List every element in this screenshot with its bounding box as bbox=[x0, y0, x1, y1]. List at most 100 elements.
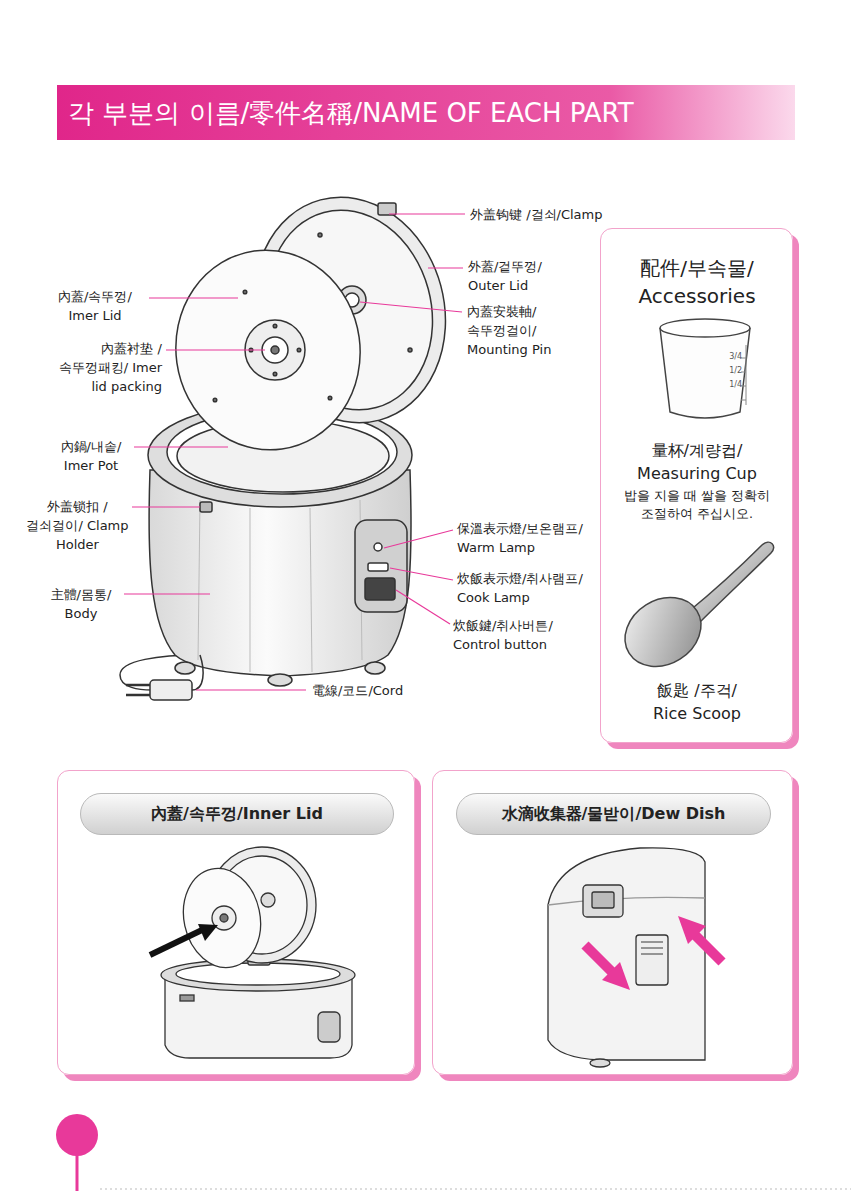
insert-arrow-part bbox=[198, 924, 218, 941]
rice-cooker-drawing-part bbox=[365, 662, 385, 674]
leader-lines bbox=[124, 214, 465, 690]
inner-lid-figure-part bbox=[176, 963, 340, 985]
page-marker-part bbox=[56, 1114, 98, 1156]
page-marker-part bbox=[100, 1189, 851, 1190]
rice-cooker-drawing-part bbox=[368, 563, 388, 571]
dew-dish-panel: 水滴收集器/물받이/Dew Dish bbox=[432, 770, 793, 1075]
measuring-cup bbox=[660, 319, 750, 418]
part-label: 1/4 bbox=[718, 379, 742, 391]
leader-lines-part bbox=[360, 302, 462, 312]
rice-scoop-part bbox=[688, 542, 774, 624]
title-band-part bbox=[57, 85, 795, 140]
inner-lid-figure-part bbox=[180, 995, 194, 1001]
rice-scoop-part bbox=[612, 584, 714, 681]
panel-backgrounds-part bbox=[57, 770, 415, 1075]
leader-lines-part bbox=[196, 689, 306, 690]
part-label: 外盖锁扣 / 걸쇠걸이/ Clamp Holder bbox=[25, 497, 130, 554]
dew-dish-figure-part bbox=[548, 848, 705, 1060]
part-label: 內鍋/내솥/ Imer Pot bbox=[50, 437, 132, 475]
rice-cooker-drawing-part bbox=[271, 346, 279, 354]
measuring-cup-part bbox=[660, 328, 750, 418]
rice-cooker-drawing-part bbox=[355, 520, 407, 612]
part-label: 電線/코드/Cord bbox=[312, 681, 442, 700]
part-label: 內蓋/속뚜껑/ Imer Lid bbox=[45, 287, 145, 325]
rice-cooker-drawing-part bbox=[200, 502, 212, 512]
rice-cooker-drawing-part bbox=[163, 238, 373, 462]
rice-cooker-drawing-part bbox=[243, 290, 247, 294]
dew-dish-figure bbox=[548, 848, 705, 1067]
direction-arrows bbox=[585, 916, 722, 990]
rice-cooker-drawing-part bbox=[213, 398, 217, 402]
dew-dish-figure-part bbox=[548, 897, 705, 905]
leader-lines-part bbox=[390, 568, 453, 580]
rice-cooker-drawing bbox=[120, 176, 470, 700]
part-label: 外盖钩键 /걸쇠/Clamp bbox=[470, 205, 690, 224]
inner-lid-figure-part bbox=[318, 1012, 340, 1042]
rice-cooker-drawing-part bbox=[273, 372, 277, 376]
leader-lines-part bbox=[134, 446, 228, 447]
panel-heading: 水滴收集器/물받이/Dew Dish bbox=[456, 793, 771, 835]
accessory-name: 飯匙 /주걱/ Rice Scoop bbox=[642, 679, 752, 725]
measuring-cup-part bbox=[741, 358, 746, 400]
inner-lid-figure-part bbox=[261, 893, 275, 907]
accessories-panel: 配件/부속물/ Accessories 量杯/계량컵/ Measuring Cup… bbox=[600, 228, 793, 743]
leader-lines-part bbox=[124, 593, 210, 594]
leader-lines-part bbox=[389, 213, 465, 214]
direction-arrows-part bbox=[602, 962, 630, 990]
rice-cooker-drawing-part bbox=[150, 680, 192, 700]
dew-dish-figure-part bbox=[590, 1059, 610, 1067]
part-label: 內蓋衬垫 / 속뚜껑패킹/ Imer lid packing bbox=[40, 339, 162, 396]
measuring-cup-part bbox=[746, 345, 747, 405]
page-marker bbox=[56, 1114, 851, 1191]
direction-arrows-part bbox=[694, 934, 722, 962]
dew-dish-figure-part bbox=[636, 935, 668, 985]
part-label: 3/4 bbox=[718, 351, 742, 363]
part-label: 主體/몸통/ Body bbox=[40, 585, 122, 623]
page-title: 각 부분의 이름/零件名稱/NAME OF EACH PART bbox=[68, 96, 634, 130]
rice-cooker-drawing-part bbox=[268, 674, 292, 686]
leader-lines-part bbox=[396, 590, 450, 624]
leader-lines-part bbox=[384, 530, 453, 548]
rice-cooker-drawing-part bbox=[328, 396, 332, 400]
part-label: 炊飯表示燈/취사램프/ Cook Lamp bbox=[457, 569, 597, 607]
accessory-note: 밥을 지을 때 쌀을 정확히 조절하여 주십시오. bbox=[612, 487, 782, 523]
rice-cooker-drawing-part bbox=[318, 233, 322, 237]
part-label: 保溫表示燈/보온램프/ Warm Lamp bbox=[457, 519, 597, 557]
dew-dish-figure-part bbox=[641, 942, 663, 954]
rice-cooker-drawing-part bbox=[262, 337, 288, 363]
rice-cooker-drawing-part bbox=[374, 543, 382, 551]
panel-backgrounds-part bbox=[432, 770, 793, 1075]
title-band bbox=[57, 85, 795, 140]
inner-lid-figure bbox=[161, 847, 355, 1058]
rice-cooker-drawing-part bbox=[408, 348, 412, 352]
dew-dish-figure-part bbox=[592, 892, 614, 908]
rice-cooker-drawing-part bbox=[273, 324, 277, 328]
insert-arrow bbox=[150, 924, 218, 955]
leader-lines-part bbox=[428, 267, 463, 268]
leader-lines-part bbox=[166, 349, 265, 350]
rice-cooker-drawing-part bbox=[192, 655, 203, 690]
rice-cooker-drawing-part bbox=[126, 685, 150, 695]
rice-cooker-drawing-part bbox=[365, 578, 395, 600]
dew-dish-figure-part bbox=[583, 885, 623, 917]
insert-arrow-part bbox=[150, 930, 202, 955]
measuring-cup-part bbox=[660, 319, 750, 337]
direction-arrows-part bbox=[585, 945, 614, 974]
panel-heading: 內蓋/속뚜껑/Inner Lid bbox=[80, 793, 394, 835]
direction-arrows-part bbox=[678, 916, 706, 944]
panel-heading: 配件/부속물/ Accessories bbox=[612, 254, 782, 310]
rice-cooker-drawing-part bbox=[175, 662, 195, 674]
part-label: 1/2 bbox=[718, 365, 742, 377]
accessory-name: 量杯/계량컵/ Measuring Cup bbox=[612, 439, 782, 485]
rice-cooker-drawing-part bbox=[198, 500, 362, 672]
rice-cooker-drawing-part bbox=[297, 348, 301, 352]
rice-cooker-drawing-part bbox=[378, 203, 396, 215]
leader-lines-part bbox=[149, 297, 238, 298]
part-label: 內蓋安裝軸/ 속뚜껑걸이/ Mounting Pin bbox=[467, 302, 579, 359]
part-label: 炊飯鍵/취사버튼/ Control button bbox=[453, 616, 568, 654]
inner-lid-figure-part bbox=[174, 861, 269, 975]
rice-scoop bbox=[612, 542, 774, 680]
inner-lid-figure-part bbox=[220, 914, 228, 922]
